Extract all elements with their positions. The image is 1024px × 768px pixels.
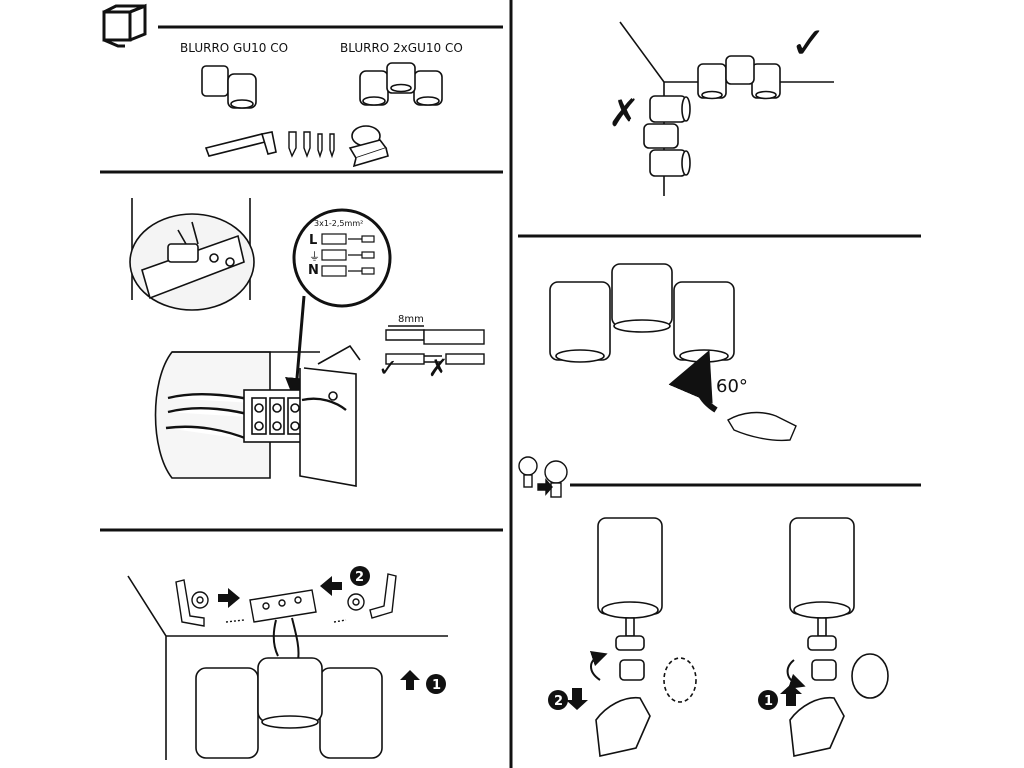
fixture-being-mounted [195, 657, 383, 759]
panel-adjust: 60° [518, 234, 921, 442]
arrow-left-icon [320, 576, 342, 596]
bulb-step-1-number: 1 [764, 694, 773, 709]
wrong-wall-fixture [643, 95, 691, 177]
angle-label: 60° [716, 376, 748, 397]
box-icon [102, 3, 147, 48]
wrong-strip-cross: ✗ [428, 354, 448, 382]
mounting-hardware [175, 573, 397, 627]
mounting-bracket-drawing [348, 125, 389, 168]
panel-mounting: 2 1 [100, 528, 503, 760]
bulb-insertion-drawing [789, 517, 889, 757]
ceiling-wall-outline [127, 575, 448, 760]
bulb-step-1-badge [758, 690, 778, 710]
step-2-number: 2 [355, 570, 364, 585]
terminal-l-label: L [309, 233, 317, 248]
double-spotlight-drawing [359, 62, 443, 106]
supply-wires [272, 617, 300, 661]
rotate-cw-arrow [786, 659, 806, 690]
step-1-badge [426, 674, 446, 694]
single-spotlight-drawing [201, 65, 257, 109]
terminal-n-label: N [308, 263, 319, 278]
correct-orientation-checkmark: ✓ [790, 18, 827, 69]
correct-ceiling-fixture [697, 55, 781, 100]
housing-body-wiring [154, 344, 361, 487]
panel-orientation: ✓ ✗ [608, 18, 834, 196]
step-1-number: 1 [432, 678, 441, 693]
terminal-zoom-circle: 3x1-2,5mm² L ⏚ N [292, 208, 392, 308]
arrow-right-icon [218, 588, 240, 608]
earth-symbol: ⏚ [309, 250, 320, 263]
step-2-badge [350, 566, 370, 586]
hand-drawing [727, 411, 797, 442]
arrow-up-icon [400, 670, 420, 690]
hex-key-drawing [204, 131, 277, 157]
housing-top-cutaway [129, 198, 255, 311]
model-single-label: BLURRO GU10 CO [180, 41, 288, 55]
fixture-adjust-drawing [549, 263, 735, 363]
wrong-orientation-cross: ✗ [608, 91, 640, 135]
cable-spec-label: 3x1-2,5mm² [314, 219, 363, 228]
rotate-ccw-arrow [589, 650, 608, 681]
model-double-label: BLURRO 2xGU10 CO [340, 41, 463, 55]
bulb-removal-drawing [595, 517, 697, 757]
panel-contents: BLURRO GU10 CO BLURRO 2xGU10 CO [102, 3, 503, 168]
rotate-up-arrow [668, 349, 718, 413]
panel-wiring: 3x1-2,5mm² L ⏚ N [100, 170, 503, 487]
arrow-down-icon [566, 688, 588, 710]
panel-bulb: 2 1 [518, 456, 921, 757]
bulb-swap-icon [518, 456, 568, 498]
arrow-up-icon-bulb [780, 684, 802, 706]
bulb-step-2-badge [548, 690, 568, 710]
screws-and-anchors-drawing [288, 131, 335, 159]
zoom-pointer [285, 295, 309, 402]
correct-strip-checkmark: ✓ [378, 354, 398, 382]
strip-length-label: 8mm [398, 314, 424, 325]
bulb-step-2-number: 2 [554, 694, 563, 709]
strip-length-detail: 8mm [385, 314, 485, 365]
